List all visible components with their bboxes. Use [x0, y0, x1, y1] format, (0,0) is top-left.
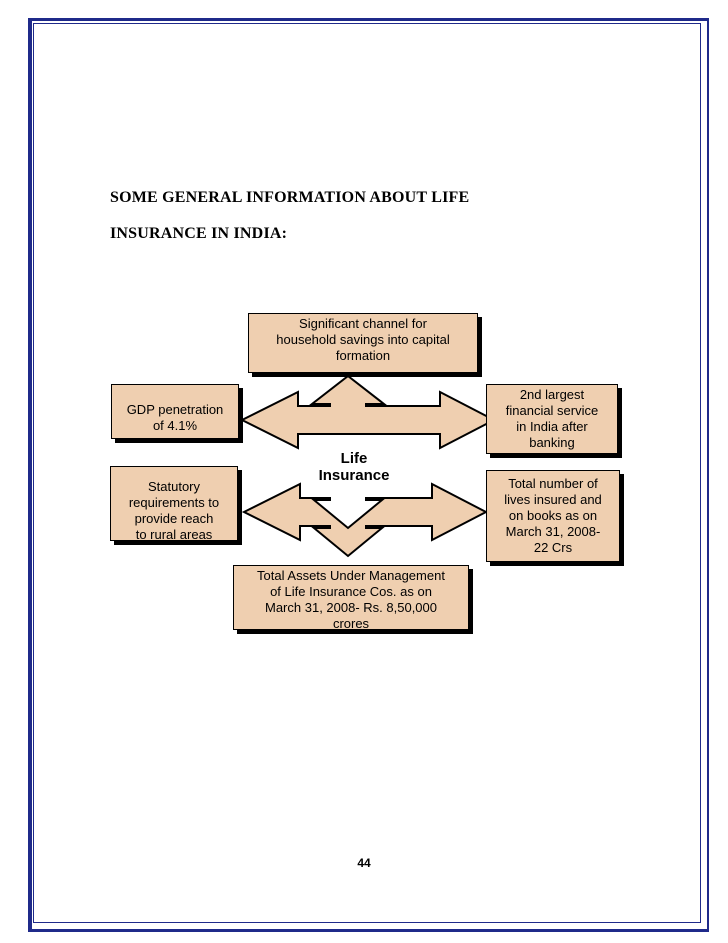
top-box-savings-channel: Significant channel for household saving…	[248, 313, 478, 373]
page-number: 44	[357, 856, 371, 870]
page-border-inner	[33, 23, 701, 923]
right-top-box-financial-service: 2nd largest financial service in India a…	[486, 384, 618, 454]
center-label-life-insurance: Life Insurance	[318, 450, 390, 484]
section-heading-line-1: SOME GENERAL INFORMATION ABOUT LIFE	[110, 189, 470, 206]
upper-four-way-arrow	[239, 374, 497, 450]
right-bottom-box-lives-insured: Total number of lives insured and on boo…	[486, 470, 620, 562]
section-heading-line-2: INSURANCE IN INDIA:	[110, 225, 288, 242]
left-top-box-gdp-penetration: GDP penetration of 4.1%	[111, 384, 239, 439]
page-border	[28, 18, 709, 932]
lower-four-way-arrow	[241, 482, 489, 558]
left-bottom-box-statutory-requirements: Statutory requirements to provide reach …	[110, 466, 238, 542]
bottom-box-total-assets: Total Assets Under Management of Life In…	[233, 565, 469, 631]
